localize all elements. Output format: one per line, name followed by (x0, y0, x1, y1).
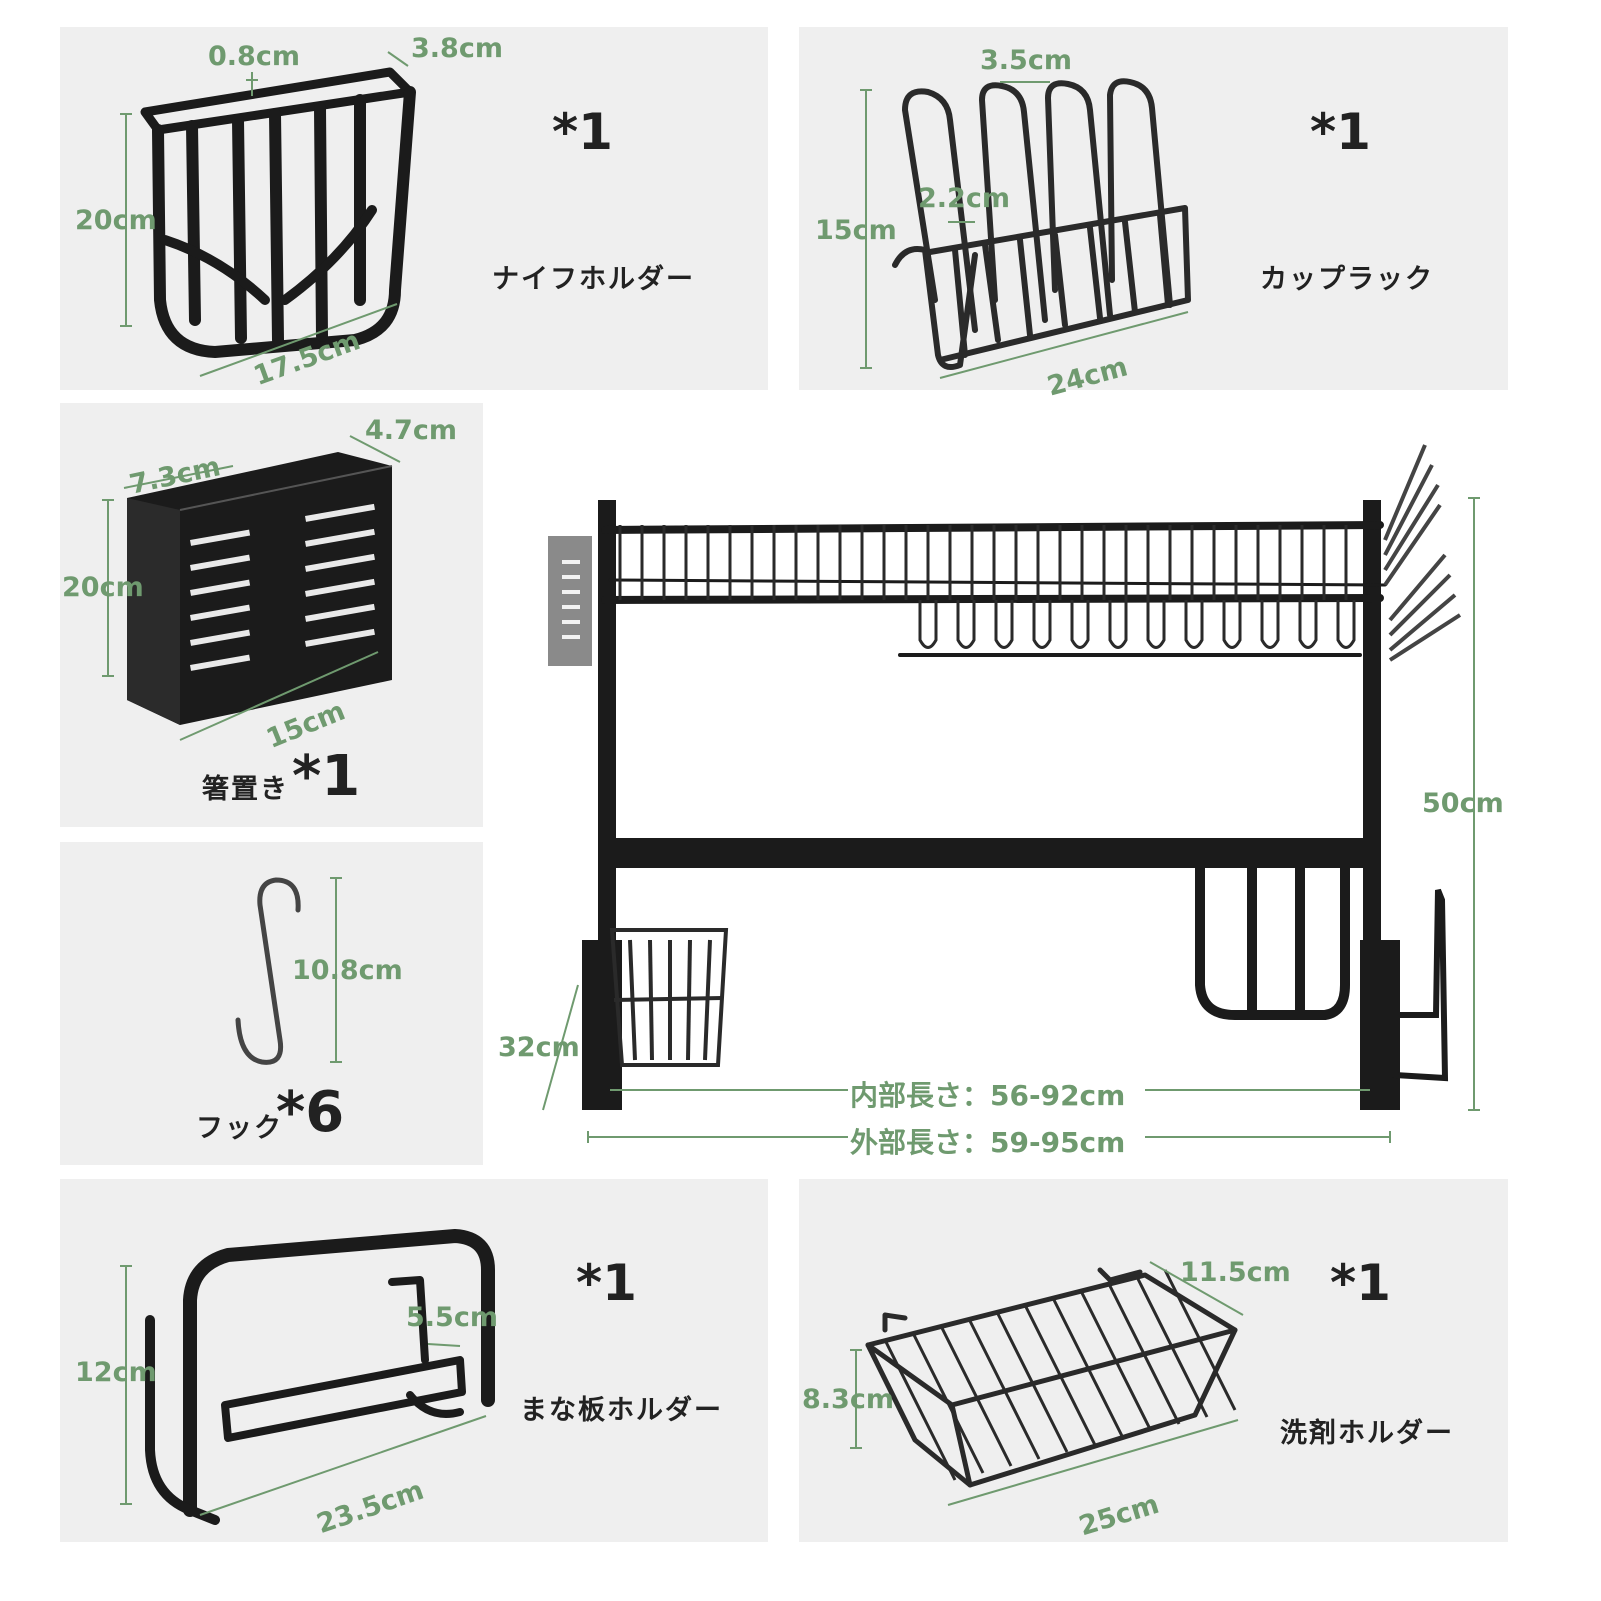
inner-length-measurement: 内部長さ：56-92cm (850, 1079, 1126, 1112)
cup-gap-dimension: 3.5cm (980, 45, 1072, 76)
cup-rack-label: カップラック (1260, 264, 1434, 295)
chopstick-holder-panel (60, 403, 483, 827)
hook-label: フック (196, 1113, 283, 1144)
knife-slot-dimension: 0.8cm (208, 41, 300, 72)
knife-holder-panel (60, 27, 768, 390)
board-holder-quantity: *1 (576, 1254, 637, 1312)
knife-height-dimension: 20cm (75, 205, 157, 236)
hook-quantity: *6 (276, 1080, 345, 1145)
detergent-holder-label: 洗剤ホルダー (1280, 1418, 1454, 1449)
rack-depth-dimension: 32cm (498, 1032, 580, 1063)
cup-inner-dimension: 2.2cm (918, 183, 1010, 214)
cup-rack-quantity: *1 (1310, 103, 1371, 161)
chopstick-holder-label: 箸置き (202, 774, 289, 805)
hook-height-dimension: 10.8cm (292, 955, 403, 986)
chopstick-depth-dimension: 4.7cm (365, 415, 457, 446)
board-height-dimension: 12cm (75, 1357, 157, 1388)
cup-rack-panel (799, 27, 1508, 390)
board-holder-label: まな板ホルダー (520, 1395, 723, 1426)
knife-holder-quantity: *1 (552, 103, 613, 161)
knife-depth-dimension: 3.8cm (411, 33, 503, 64)
cup-height-dimension: 15cm (815, 215, 897, 246)
outer-length-measurement: 外部長さ：59-95cm (850, 1126, 1126, 1159)
detergent-height-dimension: 8.3cm (802, 1384, 894, 1415)
detergent-depth-dimension: 11.5cm (1180, 1257, 1291, 1288)
chopstick-holder-quantity: *1 (292, 744, 361, 809)
rack-height-dimension: 50cm (1422, 788, 1504, 819)
chopstick-height-dimension: 20cm (62, 572, 144, 603)
knife-holder-label: ナイフホルダー (492, 264, 695, 295)
board-depth-dimension: 5.5cm (406, 1302, 498, 1333)
detergent-holder-quantity: *1 (1330, 1254, 1391, 1312)
